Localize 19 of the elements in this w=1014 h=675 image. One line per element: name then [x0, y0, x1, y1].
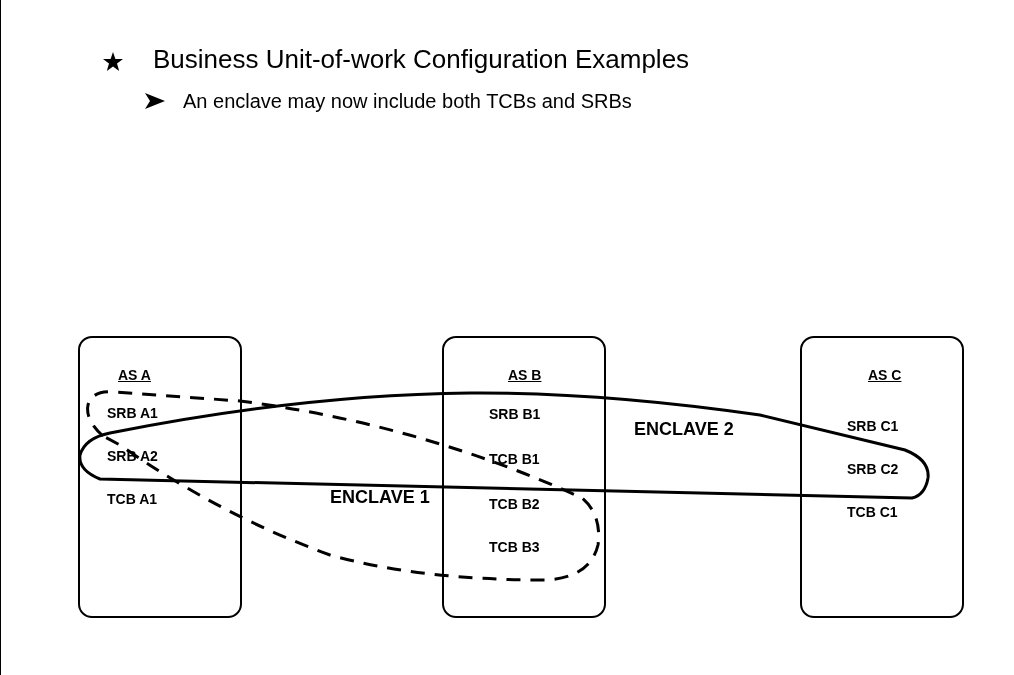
task-label: SRB B1: [489, 407, 541, 423]
box-heading: AS A: [118, 368, 151, 384]
title: Business Unit-of-work Configuration Examples: [153, 44, 690, 75]
bullet-text: An enclave may now include both TCBs and SRBs: [183, 90, 632, 113]
address-space-box: [800, 336, 964, 618]
address-space-box: [442, 336, 606, 618]
task-label: SRB C1: [847, 419, 899, 435]
task-label: TCB B3: [489, 540, 540, 556]
task-label: SRB A1: [107, 406, 158, 422]
box-heading: AS B: [508, 368, 542, 384]
box-heading: AS C: [868, 368, 902, 384]
task-label: TCB A1: [107, 492, 158, 508]
task-label: TCB B2: [489, 497, 540, 513]
task-label: TCB C1: [847, 505, 898, 521]
task-label: TCB B1: [489, 452, 540, 468]
address-space-box: [78, 336, 242, 618]
task-label: SRB C2: [847, 462, 899, 478]
enclave-label: ENCLAVE 1: [330, 488, 430, 508]
enclave-label: ENCLAVE 2: [634, 420, 734, 440]
